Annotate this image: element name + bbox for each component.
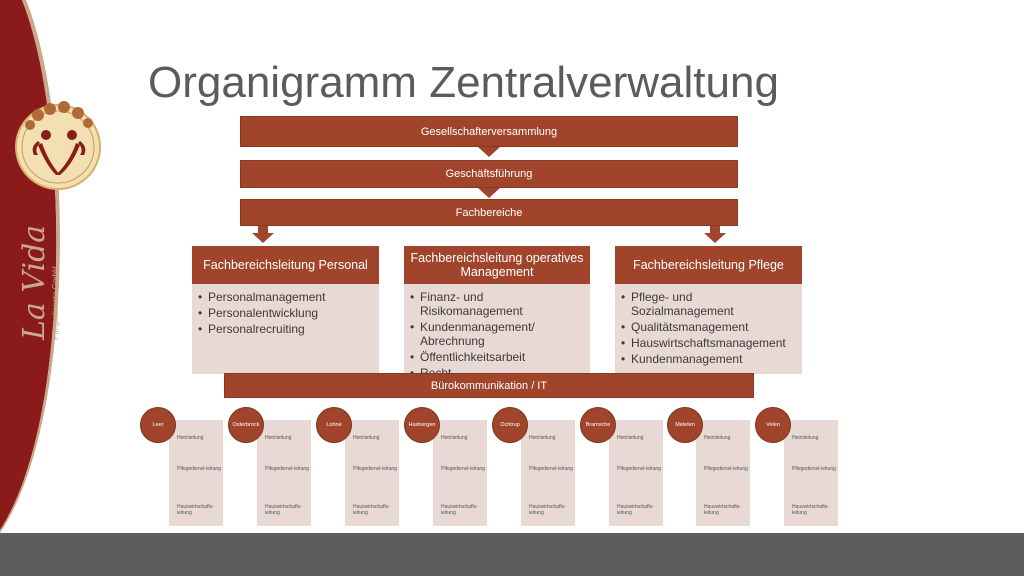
column-heading-pflege: Fachbereichsleitung Pflege xyxy=(615,246,802,284)
logo-icon xyxy=(15,101,101,190)
connector-right xyxy=(710,226,720,234)
list-item: Personalmanagement xyxy=(198,290,373,304)
list-item: Kundenmanagement/ Abrechnung xyxy=(410,320,584,348)
site-role: Pflegedienst-leitung xyxy=(441,466,485,472)
list-item: Kundenmanagement xyxy=(621,352,796,366)
site-role: Hauswirtschafts-leitung xyxy=(265,504,302,516)
site-circle: Leer xyxy=(140,407,176,443)
list-item: Qualitätsmanagement xyxy=(621,320,796,334)
site-role: Heimleitung xyxy=(617,435,644,441)
site-circle: Ochtrup xyxy=(492,407,528,443)
site-role: Hauswirtschafts-leitung xyxy=(529,504,566,516)
site-role: Heimleitung xyxy=(529,435,556,441)
site-role: Heimleitung xyxy=(792,435,819,441)
site-role: Pflegedienst-leitung xyxy=(353,466,397,472)
column-body-operatives-management: Finanz- und Risikomanagement Kundenmanag… xyxy=(404,284,590,380)
site-role: Pflegedienst-leitung xyxy=(792,466,836,472)
brand-logo-text: La Vida Pflegedienste GmbH xyxy=(17,225,60,341)
site-role: Hauswirtschafts-leitung xyxy=(441,504,478,516)
svg-text:La Vida: La Vida xyxy=(17,225,52,341)
connector-left xyxy=(258,226,268,234)
site-role: Heimleitung xyxy=(265,435,292,441)
svg-text:Pflegedienste GmbH: Pflegedienste GmbH xyxy=(51,266,60,340)
site-role: Hauswirtschafts-leitung xyxy=(177,504,214,516)
site-role: Pflegedienst-leitung xyxy=(177,466,221,472)
column-heading-personal: Fachbereichsleitung Personal xyxy=(192,246,379,284)
level-geschaeftsfuehrung: Geschäftsführung xyxy=(240,160,738,188)
site-circle: Bramsche xyxy=(580,407,616,443)
page-title: Organigramm Zentralverwaltung xyxy=(148,58,779,107)
site-role: Hauswirtschafts-leitung xyxy=(353,504,390,516)
site-role: Pflegedienst-leitung xyxy=(704,466,748,472)
site-circle: Lohne xyxy=(316,407,352,443)
column-heading-operatives-management: Fachbereichsleitung operatives Managemen… xyxy=(404,246,590,284)
column-body-pflege: Pflege- und Sozialmanagement Qualitätsma… xyxy=(615,284,802,374)
site-role: Pflegedienst-leitung xyxy=(617,466,661,472)
list-item: Personalrecruiting xyxy=(198,322,373,336)
site-circle: Hasbergen xyxy=(404,407,440,443)
list-item: Personalentwicklung xyxy=(198,306,373,320)
list-item: Pflege- und Sozialmanagement xyxy=(621,290,796,318)
site-circle: Metelen xyxy=(667,407,703,443)
list-item: Finanz- und Risikomanagement xyxy=(410,290,584,318)
site-role: Hauswirtschafts-leitung xyxy=(704,504,741,516)
site-role: Heimleitung xyxy=(353,435,380,441)
arrow-down-icon xyxy=(478,188,500,198)
footer-bar xyxy=(0,533,1024,576)
site-role: Hauswirtschafts-leitung xyxy=(792,504,829,516)
site-role: Heimleitung xyxy=(177,435,204,441)
site-role: Heimleitung xyxy=(704,435,731,441)
list-item: Hauswirtschaftsmanagement xyxy=(621,336,796,350)
arrow-down-icon xyxy=(252,233,274,243)
arrow-down-icon xyxy=(704,233,726,243)
site-role: Heimleitung xyxy=(441,435,468,441)
list-item: Öffentlichkeitsarbeit xyxy=(410,350,584,364)
site-role: Pflegedienst-leitung xyxy=(529,466,573,472)
site-role: Pflegedienst-leitung xyxy=(265,466,309,472)
level-buerokommunikation-it: Bürokommunikation / IT xyxy=(224,373,754,398)
arrow-down-icon xyxy=(478,147,500,157)
level-fachbereiche: Fachbereiche xyxy=(240,199,738,226)
level-gesellschafterversammlung: Gesellschafterversammlung xyxy=(240,116,738,147)
site-circle: Velen xyxy=(755,407,791,443)
site-role: Hauswirtschafts-leitung xyxy=(617,504,654,516)
column-body-personal: Personalmanagement Personalentwicklung P… xyxy=(192,284,379,374)
site-circle: Osterbrock xyxy=(228,407,264,443)
